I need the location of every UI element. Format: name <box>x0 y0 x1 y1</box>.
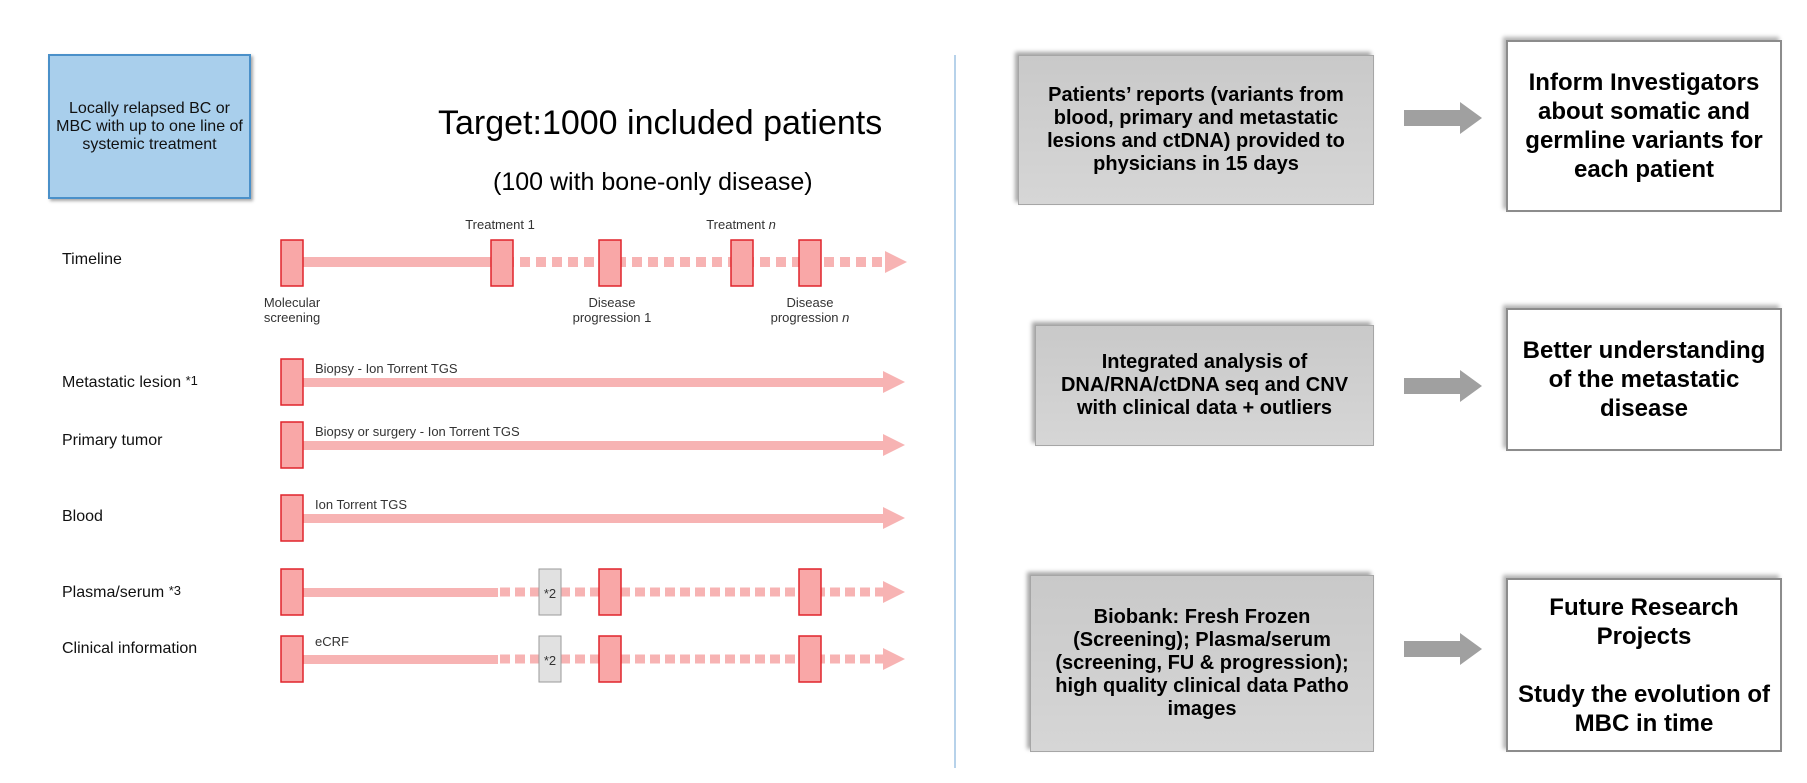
right-arrows <box>1404 102 1482 665</box>
source-box-integrated: Integrated analysis of DNA/RNA/ctDNA seq… <box>1035 325 1374 446</box>
source-box-integrated-text: Integrated analysis of DNA/RNA/ctDNA seq… <box>1060 351 1349 419</box>
outcome-box-inform-text: Inform Investigators about somatic and g… <box>1525 69 1763 183</box>
row-label-clinical: Clinical information <box>62 640 198 657</box>
row-label-metastatic-footnote: *1 <box>185 373 198 388</box>
marker-plasma-grey <box>538 568 562 616</box>
marker-plasma-prog1 <box>598 568 622 616</box>
molecular-screening-line-2: screening <box>263 310 321 325</box>
timeline-bar-solid <box>302 257 492 267</box>
metastatic-arrowhead <box>883 371 905 393</box>
progression-n-line-1: Disease <box>786 295 834 310</box>
marker-clinical-prog1 <box>598 635 622 683</box>
clinical-row-graphic <box>280 635 905 683</box>
primary-arrowhead <box>883 434 905 456</box>
molecular-screening-label: Molecular screening <box>264 295 320 325</box>
marker-plasma-screening <box>280 568 304 616</box>
blood-bar <box>302 514 885 523</box>
row-label-primary: Primary tumor <box>62 432 163 449</box>
plasma-row-graphic <box>280 568 905 616</box>
plasma-bar-solid <box>302 588 498 597</box>
marker-treatment-n <box>730 239 754 287</box>
clinical-arrowhead <box>883 648 905 670</box>
row-label-plasma-footnote: *3 <box>168 583 181 598</box>
row-label-timeline: Timeline <box>62 251 122 268</box>
outcome-box-future: Future Research Projects Study the evolu… <box>1506 578 1782 752</box>
clinical-note: eCRF <box>315 634 349 649</box>
metastatic-note: Biopsy - Ion Torrent TGS <box>315 361 458 376</box>
marker-molecular-screening <box>280 239 304 287</box>
timeline-row-graphic <box>280 239 907 287</box>
primary-bar <box>302 441 885 450</box>
treatment-1-label: Treatment 1 <box>465 217 535 232</box>
primary-row-graphic <box>280 421 905 469</box>
marker-clinical-progn <box>798 635 822 683</box>
source-box-reports: Patients’ reports (variants from blood, … <box>1018 55 1374 205</box>
clinical-bar-solid <box>302 655 498 664</box>
outcome-future-line-2: Study the evolution of MBC in time <box>1518 680 1770 737</box>
marker-progression-1 <box>598 239 622 287</box>
metastatic-row-graphic <box>280 358 905 406</box>
marker-metastatic <box>280 358 304 406</box>
target-subtitle: (100 with bone-only disease) <box>493 168 813 196</box>
row-label-plasma: Plasma/serum *3 <box>62 583 181 601</box>
row-label-metastatic: Metastatic lesion *1 <box>62 373 198 391</box>
marker-treatment-1 <box>490 239 514 287</box>
marker-clinical-screening <box>280 635 304 683</box>
plasma-grey-marker-label: *2 <box>544 586 556 601</box>
criteria-box-text: Locally relapsed BC or MBC with up to on… <box>56 99 243 153</box>
progression-1-label: Disease progression 1 <box>573 295 652 325</box>
clinical-grey-marker-label: *2 <box>544 653 556 668</box>
outcome-box-understanding: Better understanding of the metastatic d… <box>1506 308 1782 451</box>
molecular-screening-line-1: Molecular <box>263 295 321 310</box>
progression-n-line-2-italic: n <box>842 310 850 325</box>
treatment-n-label: Treatment n <box>706 217 776 232</box>
marker-plasma-progn <box>798 568 822 616</box>
progression-1-line-2: progression 1 <box>572 310 652 325</box>
criteria-box: Locally relapsed BC or MBC with up to on… <box>48 54 251 199</box>
progression-1-line-1: Disease <box>588 295 636 310</box>
source-box-biobank: Biobank: Fresh Frozen (Screening); Plasm… <box>1030 575 1374 752</box>
arrow-row-2 <box>1404 370 1482 402</box>
blood-arrowhead <box>883 507 905 529</box>
marker-progression-n <box>798 239 822 287</box>
marker-blood <box>280 494 304 542</box>
marker-primary <box>280 421 304 469</box>
arrow-row-1 <box>1404 102 1482 134</box>
blood-row-graphic <box>280 494 905 542</box>
timeline-arrowhead <box>885 251 907 273</box>
row-label-blood: Blood <box>62 508 103 525</box>
outcome-box-understanding-text: Better understanding of the metastatic d… <box>1522 337 1766 422</box>
source-box-biobank-text: Biobank: Fresh Frozen (Screening); Plasm… <box>1055 606 1349 720</box>
outcome-future-line-1: Future Research Projects <box>1549 593 1739 650</box>
arrow-row-3 <box>1404 633 1482 665</box>
progression-n-label: Disease progression n <box>771 295 850 325</box>
primary-note: Biopsy or surgery - Ion Torrent TGS <box>315 424 520 439</box>
outcome-box-inform: Inform Investigators about somatic and g… <box>1506 40 1782 212</box>
target-title: Target:1000 included patients <box>438 104 883 142</box>
marker-clinical-grey <box>538 635 562 683</box>
plasma-arrowhead <box>883 581 905 603</box>
metastatic-bar <box>302 378 885 387</box>
progression-n-line-2: progression n <box>770 310 850 325</box>
source-box-reports-text: Patients’ reports (variants from blood, … <box>1047 84 1345 175</box>
treatment-n-label-italic: n <box>768 217 776 232</box>
blood-note: Ion Torrent TGS <box>315 497 408 512</box>
